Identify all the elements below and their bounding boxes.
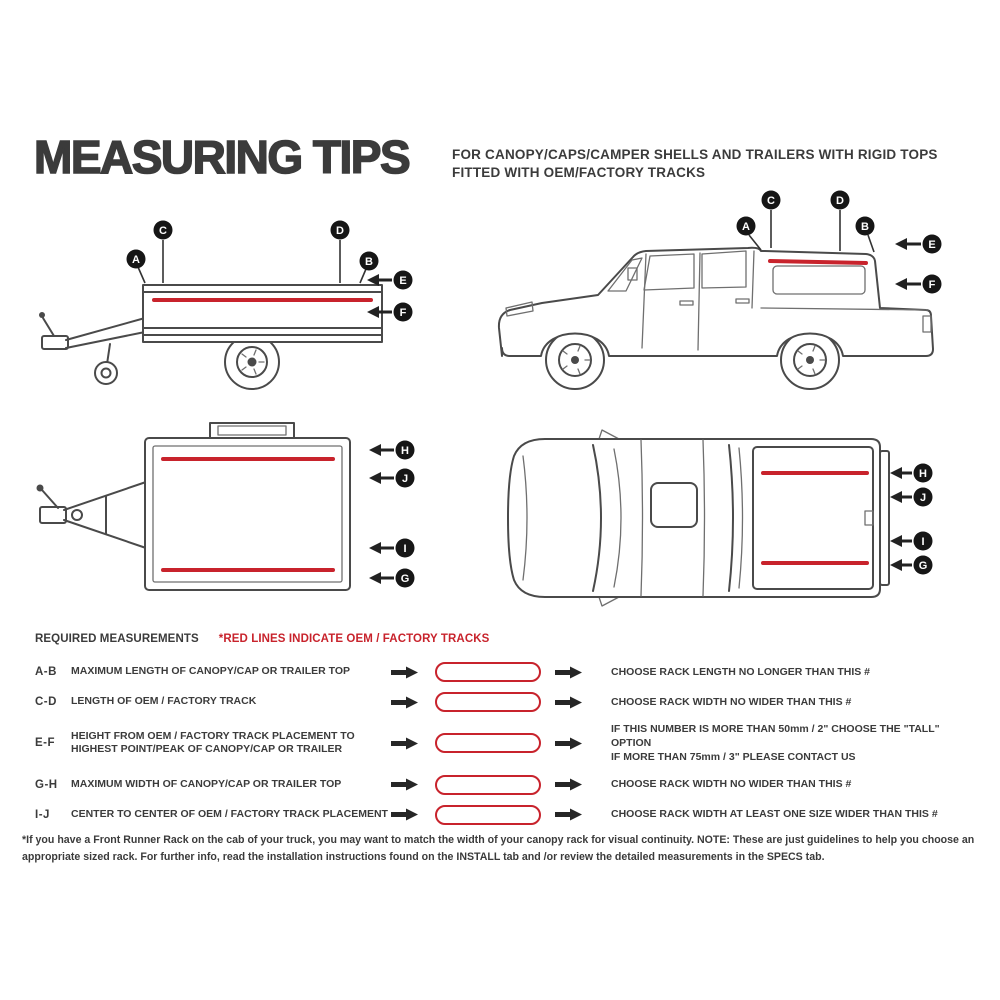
measurements-header: REQUIRED MEASUREMENTS *RED LINES INDICAT… <box>35 633 489 645</box>
measurement-key: G-H <box>35 778 58 791</box>
callout-e: E <box>895 234 942 254</box>
svg-text:E: E <box>928 239 935 251</box>
callout-c: C <box>153 220 173 283</box>
measurement-row-gh: G-H MAXIMUM WIDTH OF CANOPY/CAP OR TRAIL… <box>35 774 980 795</box>
svg-text:J: J <box>402 473 408 485</box>
trailer-side-drawing <box>39 284 383 390</box>
callout-h: H <box>890 463 933 483</box>
arrow-right-icon <box>391 808 435 821</box>
measurement-key: I-J <box>35 808 50 821</box>
arrow-right-icon <box>391 778 435 791</box>
callout-d: D <box>830 190 850 251</box>
measurement-description: LENGTH OF OEM / FACTORY TRACK <box>71 695 257 708</box>
rear-wheel <box>780 330 840 390</box>
svg-text:C: C <box>159 225 167 237</box>
measurement-value-box <box>435 774 541 795</box>
svg-text:H: H <box>919 468 927 480</box>
svg-text:C: C <box>767 195 775 207</box>
arrow-right-icon <box>391 737 435 750</box>
measurement-guidance: CHOOSE RACK WIDTH NO WIDER THAN THIS # <box>611 695 852 708</box>
arrow-right-icon <box>391 666 435 679</box>
measurement-guidance: CHOOSE RACK LENGTH NO LONGER THAN THIS # <box>611 665 871 678</box>
trailer-side-view-diagram: C A D B E F <box>39 220 413 390</box>
arrow-right-icon <box>555 666 611 679</box>
truck-side-view-diagram: A C D B E F <box>497 190 942 390</box>
measurement-key: A-B <box>35 666 57 678</box>
callout-f: F <box>895 274 942 294</box>
callout-j: J <box>369 468 415 488</box>
arrow-right-icon <box>555 808 611 821</box>
measurement-description: CENTER TO CENTER OF OEM / FACTORY TRACK … <box>71 807 388 820</box>
measurement-value-box <box>435 733 541 754</box>
arrow-right-icon <box>555 737 611 750</box>
truck-top-drawing <box>507 429 890 607</box>
page-title: MEASURING TIPS <box>33 131 411 183</box>
callout-e: E <box>367 270 413 290</box>
callout-g: G <box>890 555 933 575</box>
svg-text:G: G <box>401 573 410 585</box>
measurement-row-ab: A-B MAXIMUM LENGTH OF CANOPY/CAP OR TRAI… <box>35 662 980 682</box>
callout-g: G <box>369 568 415 588</box>
callout-h: H <box>369 440 415 460</box>
measurement-description: MAXIMUM LENGTH OF CANOPY/CAP OR TRAILER … <box>71 665 351 678</box>
svg-text:E: E <box>399 275 406 287</box>
callout-i: I <box>890 531 933 551</box>
callout-a: A <box>736 216 762 251</box>
svg-text:D: D <box>836 195 844 207</box>
svg-text:I: I <box>921 536 924 548</box>
measurement-value-box <box>435 804 541 825</box>
arrow-right-icon <box>555 696 611 709</box>
oem-track-lines <box>761 471 869 565</box>
svg-text:J: J <box>920 492 926 504</box>
measurement-value-box <box>435 662 541 682</box>
svg-text:A: A <box>132 254 140 266</box>
subtitle-line-2: FITTED WITH OEM/FACTORY TRACKS <box>452 165 706 181</box>
measurement-key: E-F <box>35 737 56 750</box>
arrow-right-icon <box>555 778 611 791</box>
oem-track-lines <box>161 457 335 572</box>
footnote: *If you have a Front Runner Rack on the … <box>22 834 975 863</box>
svg-text:F: F <box>400 307 407 319</box>
arrow-right-icon <box>391 696 435 709</box>
measurement-guidance: CHOOSE RACK WIDTH AT LEAST ONE SIZE WIDE… <box>611 808 938 821</box>
callout-b: B <box>359 251 379 284</box>
page-subtitle: FOR CANOPY/CAPS/CAMPER SHELLS AND TRAILE… <box>452 146 938 182</box>
trailer-top-view-diagram: H J I G <box>36 422 415 591</box>
required-measurements-heading: REQUIRED MEASUREMENTS <box>35 633 199 645</box>
svg-text:D: D <box>336 225 344 237</box>
front-wheel <box>545 330 605 390</box>
svg-text:H: H <box>401 445 409 457</box>
callout-c: C <box>761 190 781 248</box>
svg-text:F: F <box>929 279 936 291</box>
callout-i: I <box>369 538 415 558</box>
svg-text:A: A <box>742 221 750 233</box>
measurement-row-ij: I-J CENTER TO CENTER OF OEM / FACTORY TR… <box>35 804 980 825</box>
svg-text:I: I <box>403 543 406 555</box>
callout-d: D <box>330 220 350 283</box>
measurement-description: MAXIMUM WIDTH OF CANOPY/CAP OR TRAILER T… <box>71 777 342 790</box>
callout-b: B <box>855 216 875 253</box>
subtitle-line-1: FOR CANOPY/CAPS/CAMPER SHELLS AND TRAILE… <box>452 147 938 162</box>
svg-text:B: B <box>861 221 869 233</box>
oem-track-line <box>768 259 868 265</box>
measurements-table: A-B MAXIMUM LENGTH OF CANOPY/CAP OR TRAI… <box>35 662 980 835</box>
callout-f: F <box>367 302 413 322</box>
measurement-row-ef: E-F HEIGHT FROM OEM / FACTORY TRACK PLAC… <box>35 722 980 765</box>
truck-top-view-diagram: H J I G <box>507 429 933 607</box>
measurement-row-cd: C-D LENGTH OF OEM / FACTORY TRACK CHOOSE… <box>35 692 980 712</box>
measurement-guidance: CHOOSE RACK WIDTH NO WIDER THAN THIS # <box>611 778 852 791</box>
svg-text:B: B <box>365 256 373 268</box>
callout-a: A <box>126 249 146 284</box>
measurement-key: C-D <box>35 696 57 708</box>
red-lines-legend: *RED LINES INDICATE OEM / FACTORY TRACKS <box>218 633 490 645</box>
trailer-top-drawing <box>36 422 351 591</box>
svg-text:G: G <box>919 560 928 572</box>
measurement-description: HEIGHT FROM OEM / FACTORY TRACK PLACEMEN… <box>71 729 355 756</box>
measurement-guidance: IF THIS NUMBER IS MORE THAN 50mm / 2" CH… <box>611 723 940 764</box>
callout-j: J <box>890 487 933 507</box>
truck-side-drawing <box>497 246 934 390</box>
measurement-value-box <box>435 692 541 712</box>
